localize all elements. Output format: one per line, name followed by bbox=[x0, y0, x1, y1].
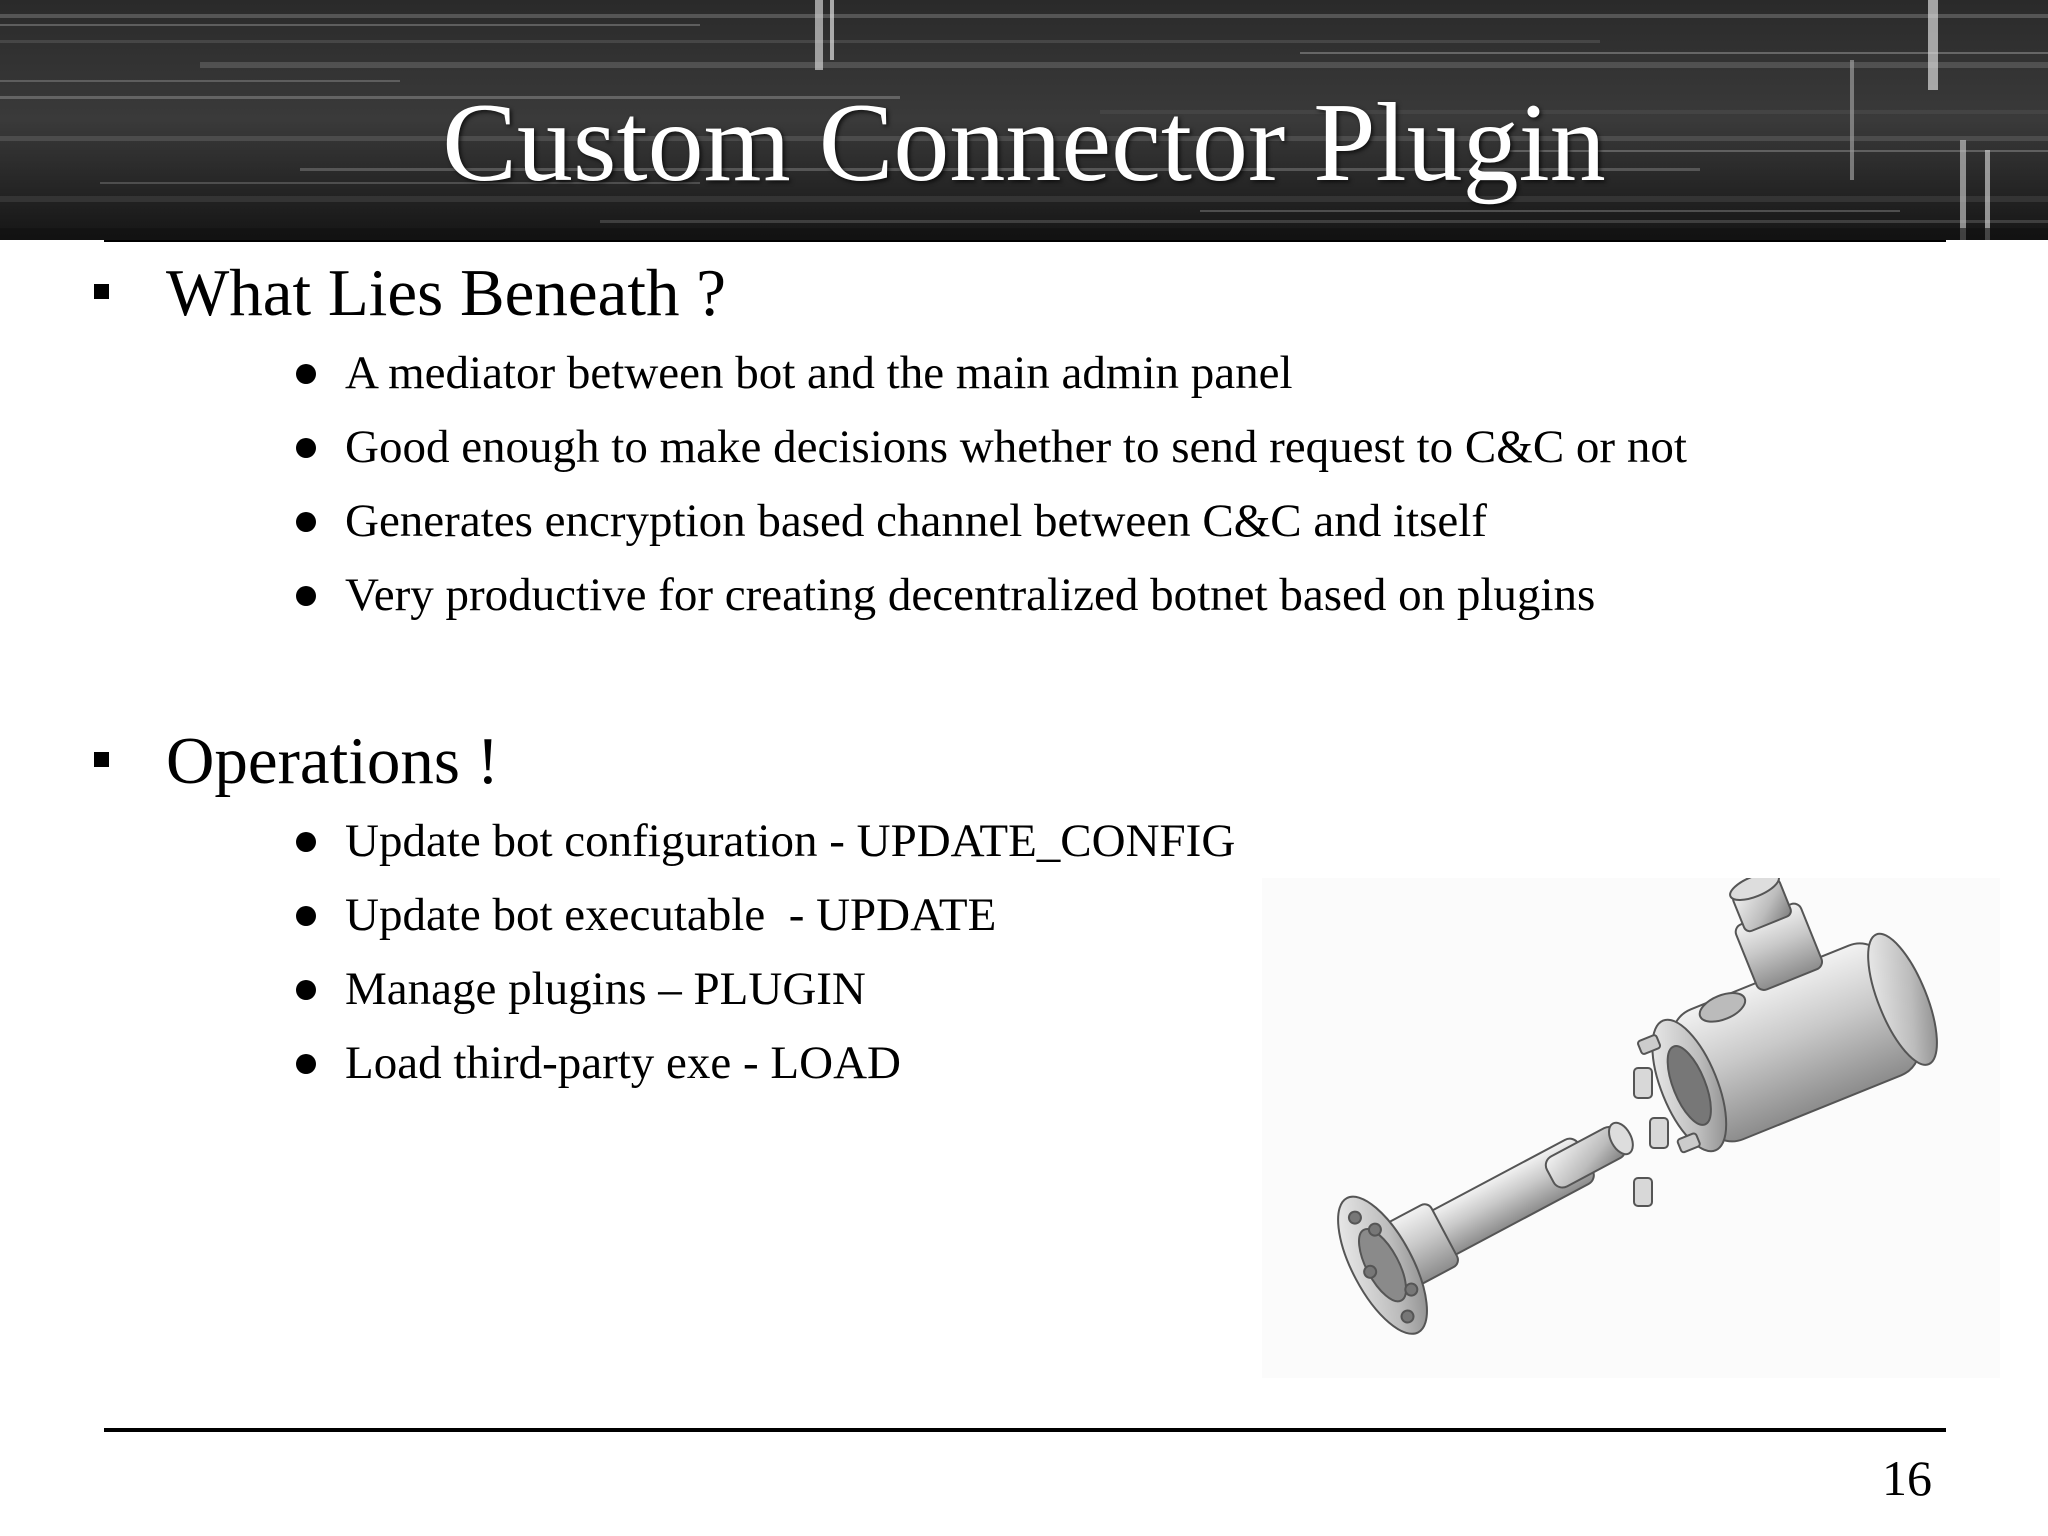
bullet-list: A mediator between bot and the main admi… bbox=[0, 336, 2048, 632]
connector-hardware-image bbox=[1262, 878, 2000, 1378]
section-heading-row: Operations ! bbox=[0, 718, 2048, 804]
list-item-text: Good enough to make decisions whether to… bbox=[345, 421, 1687, 473]
bullet-dot-icon bbox=[296, 906, 316, 926]
list-item: Update bot configuration - UPDATE_CONFIG bbox=[0, 804, 2048, 878]
list-item-text: Generates encryption based channel betwe… bbox=[345, 495, 1487, 547]
bullet-dot-icon bbox=[296, 586, 316, 606]
list-item: Manage plugins – PLUGIN bbox=[0, 952, 2048, 1026]
list-item-text: Update bot configuration - UPDATE_CONFIG bbox=[345, 815, 1236, 867]
list-item: Good enough to make decisions whether to… bbox=[0, 410, 2048, 484]
list-item-text: Very productive for creating decentraliz… bbox=[345, 569, 1596, 621]
list-item: Very productive for creating decentraliz… bbox=[0, 558, 2048, 632]
bottom-divider bbox=[104, 1428, 1946, 1432]
bullet-dot-icon bbox=[296, 512, 316, 532]
list-item-text: Load third-party exe - LOAD bbox=[345, 1037, 901, 1089]
list-item-text: Update bot executable - UPDATE bbox=[345, 889, 997, 941]
bullet-dot-icon bbox=[296, 832, 316, 852]
list-item: A mediator between bot and the main admi… bbox=[0, 336, 2048, 410]
page-number: 16 bbox=[1882, 1450, 1932, 1506]
square-bullet-icon bbox=[94, 284, 109, 299]
list-item: Load third-party exe - LOAD bbox=[0, 1026, 2048, 1100]
list-item: Update bot executable - UPDATE bbox=[0, 878, 2048, 952]
square-bullet-icon bbox=[94, 752, 109, 767]
bullet-dot-icon bbox=[296, 980, 316, 1000]
section-heading: Operations ! bbox=[166, 724, 500, 798]
section-operations: Operations ! Update bot configuration - … bbox=[0, 718, 2048, 1100]
top-divider bbox=[104, 240, 1946, 242]
bullet-dot-icon bbox=[296, 438, 316, 458]
list-item-text: A mediator between bot and the main admi… bbox=[345, 347, 1293, 399]
grunge-texture bbox=[0, 0, 2048, 240]
bullet-list: Update bot configuration - UPDATE_CONFIG… bbox=[0, 804, 2048, 1100]
list-item-text: Manage plugins – PLUGIN bbox=[345, 963, 866, 1015]
list-item: Generates encryption based channel betwe… bbox=[0, 484, 2048, 558]
bullet-dot-icon bbox=[296, 1054, 316, 1074]
bullet-dot-icon bbox=[296, 364, 316, 384]
section-what-lies-beneath: What Lies Beneath ? A mediator between b… bbox=[0, 250, 2048, 632]
header-banner: Custom Connector Plugin bbox=[0, 0, 2048, 240]
slide-title: Custom Connector Plugin bbox=[442, 81, 1606, 205]
section-heading-row: What Lies Beneath ? bbox=[0, 250, 2048, 336]
section-heading: What Lies Beneath ? bbox=[166, 256, 726, 330]
